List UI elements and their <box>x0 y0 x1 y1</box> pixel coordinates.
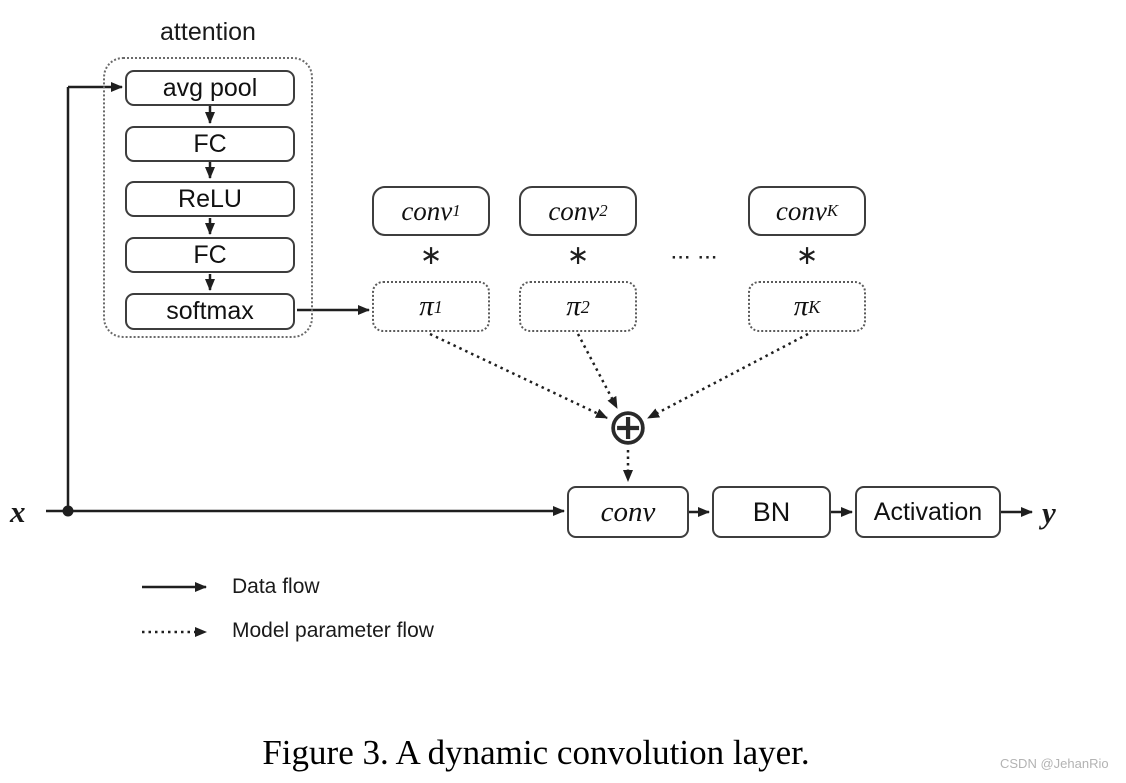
activation-box: Activation <box>855 486 1001 538</box>
conv1-label: conv <box>401 195 453 226</box>
conv-box: conv <box>567 486 689 538</box>
softmax-box: softmax <box>125 293 295 330</box>
input-label: x <box>10 494 26 529</box>
output-label: y <box>1042 495 1056 530</box>
legend-parameter-flow-label: Model parameter flow <box>232 619 434 642</box>
arrow-pi1-sum <box>429 332 608 420</box>
multiply-operator-1: ∗ <box>419 240 443 270</box>
fc2-box: FC <box>125 237 295 273</box>
convK-label: conv <box>775 195 827 226</box>
avgpool-box: avg pool <box>125 70 295 106</box>
attention-title: attention <box>160 18 256 46</box>
arrow-pi2-sum <box>576 333 619 409</box>
sum-icon: ⊕ <box>606 398 650 457</box>
branch-junction-dot <box>62 505 74 517</box>
attention-container <box>103 57 313 338</box>
figure-caption: Figure 3. A dynamic convolution layer. <box>262 733 810 772</box>
watermark: CSDN @JehanRio <box>1000 756 1109 771</box>
legend-data-flow-label: Data flow <box>232 575 320 598</box>
conv2-label: conv <box>548 195 600 226</box>
multiply-operator-K: ∗ <box>795 240 819 270</box>
pi2-label: π <box>566 290 581 322</box>
piK-label: π <box>793 290 809 322</box>
pi1-label: π <box>419 290 434 322</box>
relu-box: ReLU <box>125 181 295 217</box>
parameter-flow-lines <box>142 332 809 637</box>
fc1-box: FC <box>125 126 295 162</box>
bn-box: BN <box>712 486 831 538</box>
ellipsis: ∙∙∙ ∙∙∙ <box>671 248 719 267</box>
data-flow-lines <box>46 82 1033 592</box>
arrow-piK-sum <box>647 332 809 420</box>
multiply-operator-2: ∗ <box>566 240 590 270</box>
